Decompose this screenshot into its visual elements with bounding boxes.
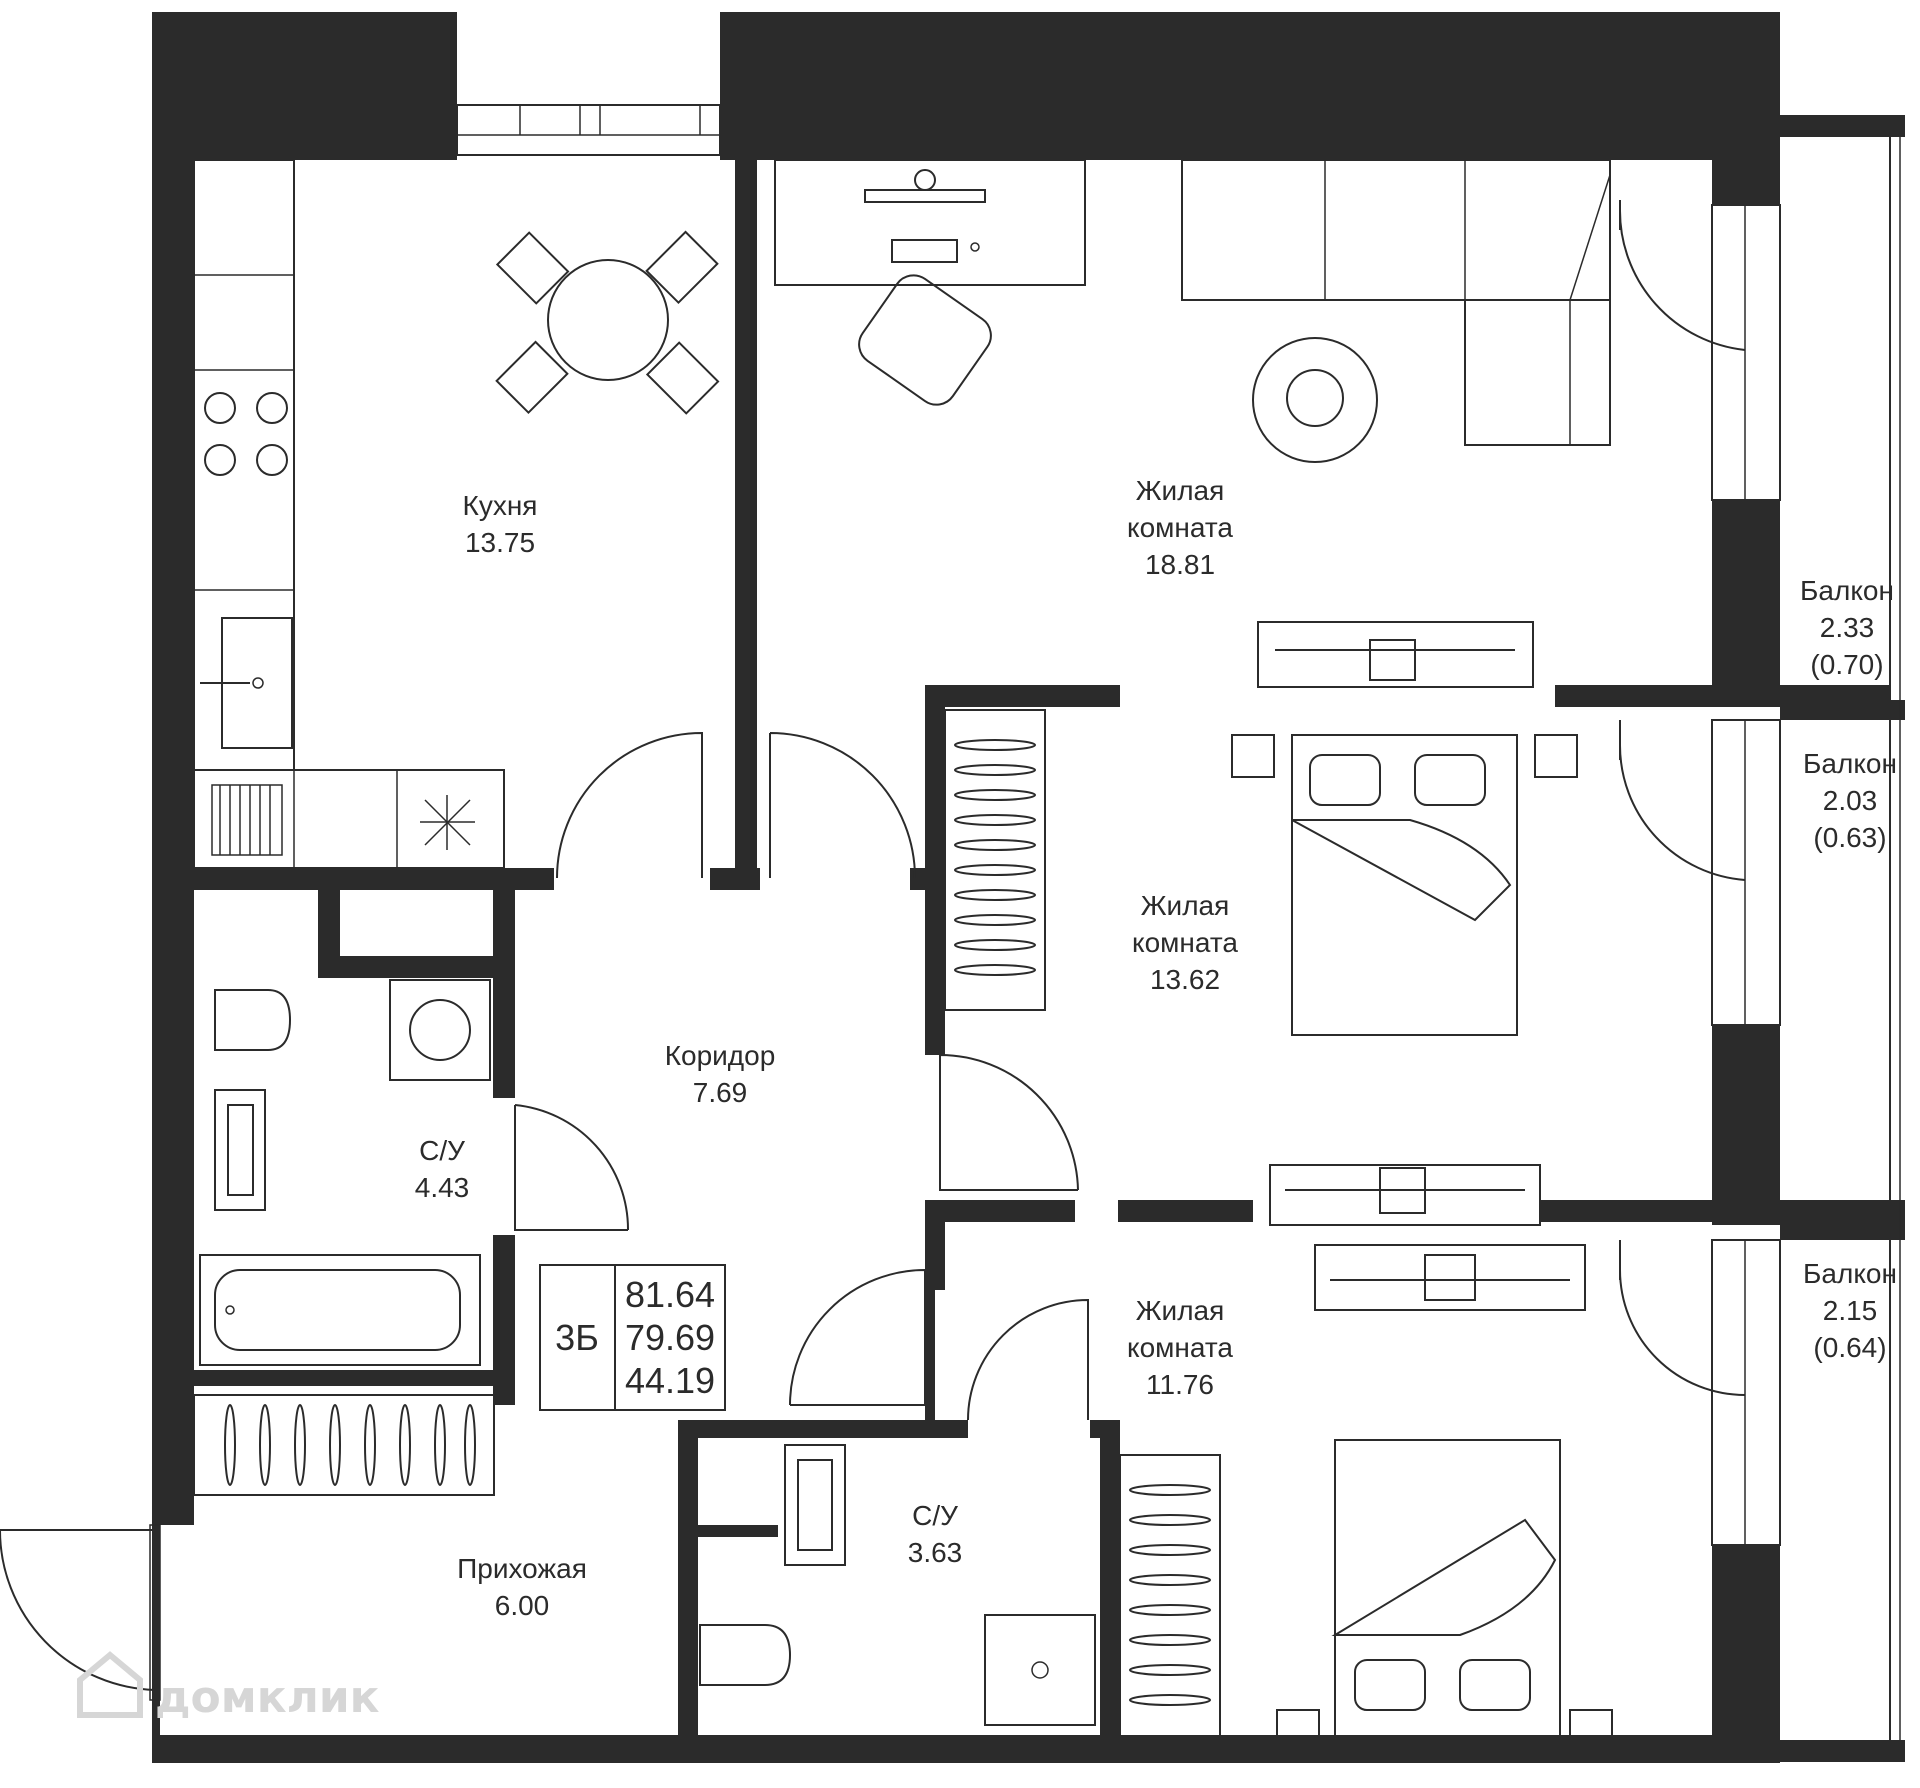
living2-area: 13.62 — [1150, 964, 1220, 995]
corridor-name: Коридор — [665, 1040, 776, 1071]
living1-area: 18.81 — [1145, 549, 1215, 580]
walls — [152, 12, 1905, 1763]
living-area: 44.19 — [625, 1360, 715, 1401]
kitchen-name: Кухня — [463, 490, 538, 521]
living1-name: Жилая — [1136, 475, 1225, 506]
apartment-type: 3Б — [555, 1317, 599, 1358]
balcony2-name: Балкон — [1803, 748, 1897, 779]
balcony3-reduced: (0.64) — [1813, 1332, 1886, 1363]
bath2-name: С/У — [912, 1500, 958, 1531]
living2-name: Жилая — [1141, 890, 1230, 921]
living3-name2: комната — [1127, 1332, 1233, 1363]
area-without-balcony: 79.69 — [625, 1317, 715, 1358]
watermark-text: домклик — [155, 1672, 380, 1723]
balcony3-area: 2.15 — [1823, 1295, 1878, 1326]
watermark: домклик — [77, 1651, 380, 1723]
bathroom2-fixtures — [699, 1444, 1096, 1726]
hall-name: Прихожая — [457, 1553, 587, 1584]
living2-name2: комната — [1132, 927, 1238, 958]
room-labels: Кухня 13.75 Жилая комната 18.81 Жилая ко… — [415, 475, 1897, 1621]
corridor-area: 7.69 — [693, 1077, 748, 1108]
bath1-area: 4.43 — [415, 1172, 470, 1203]
balcony1-reduced: (0.70) — [1810, 649, 1883, 680]
living1-furniture — [774, 159, 1611, 688]
bathroom1-fixtures — [199, 979, 491, 1366]
total-area: 81.64 — [625, 1274, 715, 1315]
balcony2-reduced: (0.63) — [1813, 822, 1886, 853]
bath1-name: С/У — [419, 1135, 465, 1166]
hall-area: 6.00 — [495, 1590, 550, 1621]
living3-area: 11.76 — [1146, 1369, 1214, 1400]
balcony2-area: 2.03 — [1823, 785, 1878, 816]
living2-furniture — [944, 709, 1578, 1226]
bath2-area: 3.63 — [908, 1537, 963, 1568]
summary-box: 3Б 81.64 79.69 44.19 — [539, 1264, 726, 1411]
hall-closet — [193, 1394, 495, 1496]
living1-name2: комната — [1127, 512, 1233, 543]
doors — [0, 200, 1746, 1701]
living3-name: Жилая — [1136, 1295, 1225, 1326]
balcony1-area: 2.33 — [1820, 612, 1875, 643]
kitchen-furniture — [193, 159, 720, 869]
windows — [456, 104, 1901, 1740]
kitchen-area: 13.75 — [465, 527, 535, 558]
living3-furniture — [1119, 1244, 1613, 1756]
balcony1-name: Балкон — [1800, 575, 1894, 606]
balcony3-name: Балкон — [1803, 1258, 1897, 1289]
